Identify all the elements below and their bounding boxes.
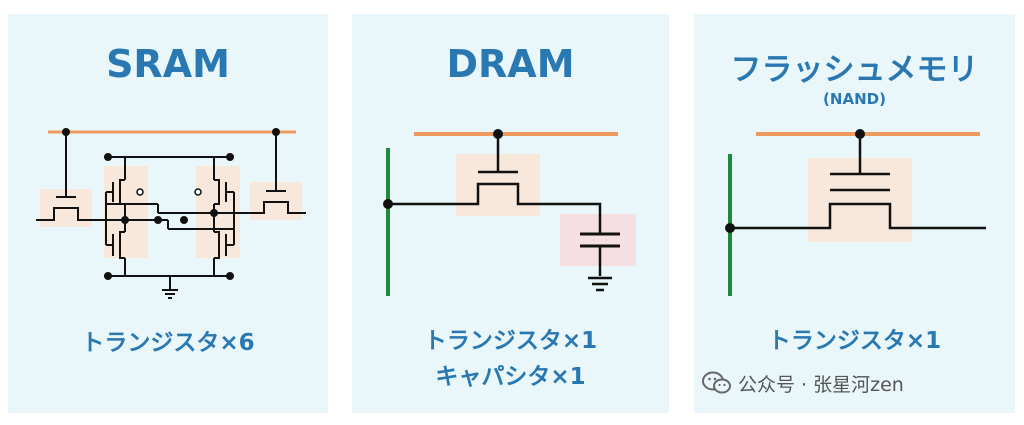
sram-access-transistor-left xyxy=(36,196,108,221)
sram-title: SRAM xyxy=(106,42,230,86)
sram-inverter-left xyxy=(105,157,126,276)
sram-circuit-diagram xyxy=(36,128,306,299)
flash-subtitle: (NAND) xyxy=(823,90,886,108)
dram-bit-junction xyxy=(383,199,393,209)
watermark: 公众号 · 张星河zen xyxy=(702,368,904,398)
dram-caption-capacitor: キャパシタ×1 xyxy=(435,364,586,390)
wechat-icon xyxy=(702,371,731,394)
dram-circuit-diagram xyxy=(383,129,636,296)
flash-word-junction xyxy=(855,129,865,139)
dram-transistor xyxy=(388,134,602,234)
dram-panel: DRAM トランジスタ×1 キャパシタ×1 xyxy=(352,14,669,413)
dram-word-junction xyxy=(493,129,503,139)
flash-title: フラッシュメモリ xyxy=(730,52,979,88)
sram-ground-symbol xyxy=(162,276,178,299)
flash-circuit-diagram xyxy=(725,129,986,296)
flash-bit-junction xyxy=(725,223,735,233)
dram-capacitor xyxy=(580,232,620,276)
dram-ground-symbol xyxy=(588,276,612,292)
sram-panel: SRAM xyxy=(8,14,328,413)
watermark-text: 公众号 · 张星河zen xyxy=(738,373,904,396)
dram-title: DRAM xyxy=(446,42,575,86)
sram-caption: トランジスタ×6 xyxy=(81,330,255,356)
flash-transistor xyxy=(730,134,986,230)
sram-inverter-right xyxy=(213,157,235,276)
dram-capacitor-highlight xyxy=(560,214,636,266)
flash-caption: トランジスタ×1 xyxy=(767,328,942,354)
dram-caption-transistor: トランジスタ×1 xyxy=(423,328,598,354)
sram-junction-dots xyxy=(62,128,280,280)
flash-panel: フラッシュメモリ (NAND) トランジスタ×1 xyxy=(694,14,1015,413)
sram-access-transistor-right xyxy=(236,190,306,214)
